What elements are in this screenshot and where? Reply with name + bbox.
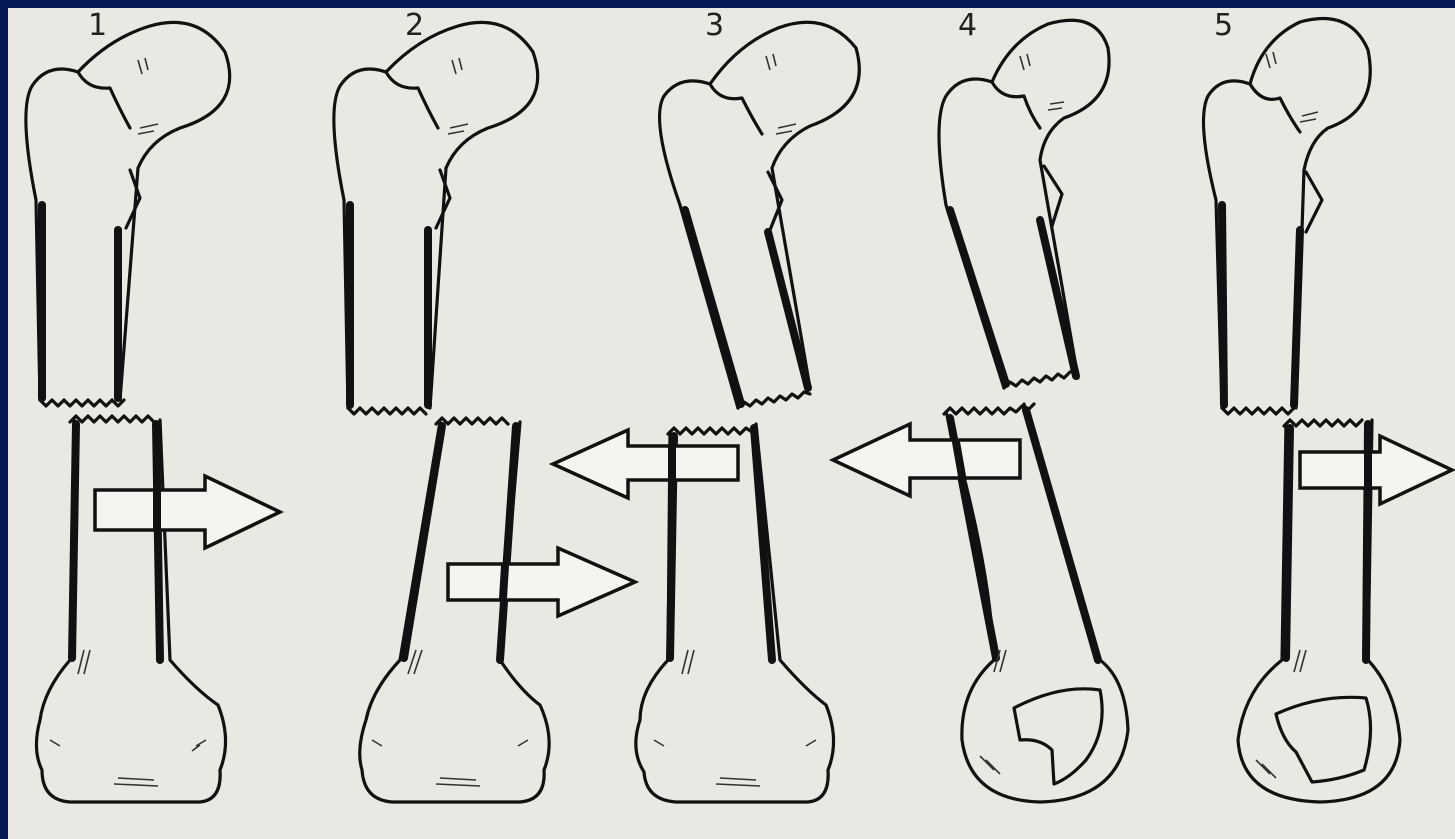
panel-1: 1	[26, 8, 280, 802]
displacement-arrow-right	[1300, 436, 1452, 504]
panel-2-label: 2	[405, 8, 424, 43]
panel-3: 3	[553, 8, 859, 802]
panel-5: 5	[1204, 8, 1453, 802]
proximal-fragment	[660, 22, 860, 408]
distal-fragment	[36, 416, 225, 802]
panel-3-label: 3	[705, 8, 724, 43]
panel-4-label: 4	[958, 8, 977, 43]
distal-fragment	[360, 418, 549, 802]
femur-fracture-diagram: 1 2	[8, 8, 1455, 839]
panel-1-label: 1	[88, 8, 107, 43]
displacement-arrow-right	[448, 548, 635, 616]
proximal-fragment	[939, 20, 1109, 388]
panel-4: 4	[833, 8, 1128, 802]
proximal-fragment	[334, 22, 538, 414]
displacement-arrow-left	[553, 430, 738, 498]
panel-2: 2	[334, 8, 635, 802]
displacement-arrow-right	[95, 476, 280, 548]
diagram-frame: 1 2	[8, 8, 1455, 839]
proximal-fragment	[26, 22, 230, 406]
panel-5-label: 5	[1214, 8, 1233, 43]
displacement-arrow-left	[833, 424, 1020, 496]
proximal-fragment	[1204, 19, 1371, 415]
